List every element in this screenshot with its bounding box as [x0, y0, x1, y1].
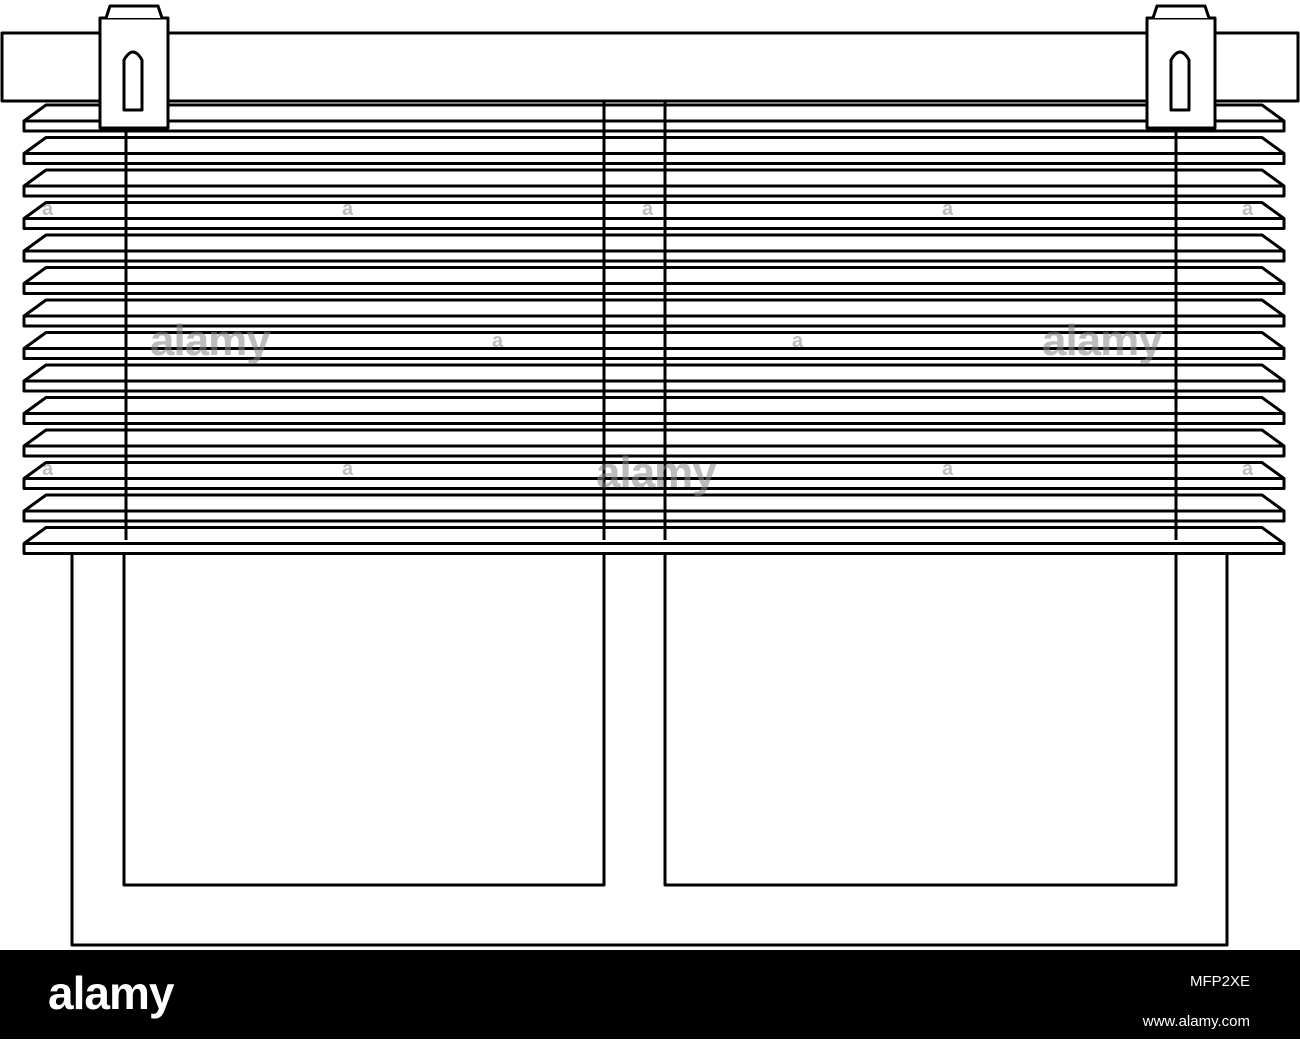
blind-slat: [22, 461, 1286, 490]
blind-slat: [22, 493, 1286, 523]
footer-logo: alamy: [48, 967, 174, 1019]
bracket-right-icon: [1145, 4, 1217, 130]
blind-slats: [22, 103, 1286, 555]
window-pane-left: [122, 538, 606, 887]
blind-slat: [22, 363, 1286, 393]
blind-slat: [22, 331, 1286, 360]
bracket-left-icon: [98, 4, 170, 130]
footer-info: MFP2XE www.alamy.com: [1143, 962, 1250, 1042]
window-pane-right: [663, 538, 1178, 887]
footer-url: www.alamy.com: [1142, 1013, 1250, 1030]
blind-slat: [22, 233, 1286, 263]
blind-slat: [22, 201, 1286, 230]
blind-slat: [22, 396, 1286, 425]
blind-slat: [22, 136, 1286, 165]
headrail: [0, 31, 1300, 103]
blind-slat: [22, 168, 1286, 198]
blind-slat: [22, 428, 1286, 458]
blind-slat: [22, 526, 1286, 555]
blind-slat: [22, 298, 1286, 328]
ladder-strings: [124, 100, 1178, 540]
footer-bar: alamy MFP2XE www.alamy.com: [0, 950, 1300, 1039]
image-code: MFP2XE: [1189, 973, 1250, 990]
blind-slat: [22, 103, 1286, 133]
blind-slat: [22, 266, 1286, 295]
